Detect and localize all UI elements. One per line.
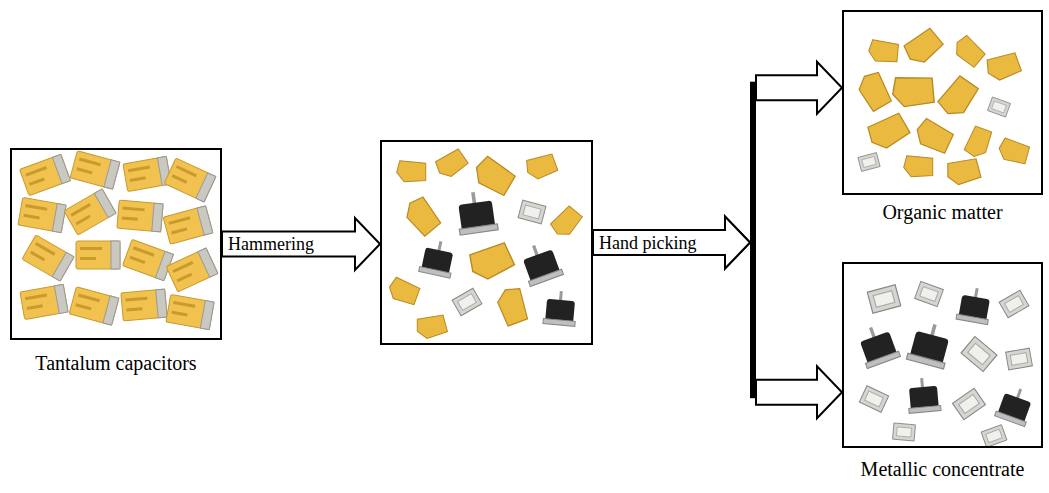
arrow-label: Hand picking (597, 233, 698, 253)
crushed-photo (386, 148, 586, 340)
capacitor-photo (18, 151, 218, 330)
organic-fragments (855, 27, 1032, 186)
split-bar (750, 82, 756, 249)
box-caption: Tantalum capacitors (35, 352, 196, 374)
image-box (380, 140, 593, 345)
connector-arrow (593, 62, 842, 269)
image-box: Organic matter (842, 10, 1043, 195)
box-caption: Organic matter (882, 201, 1002, 223)
box-caption: Metallic concentrate (861, 458, 1025, 480)
image-box: Metallic concentrate (842, 262, 1043, 448)
split-bar (750, 237, 756, 399)
block-arrow (756, 62, 842, 114)
connector-arrow (222, 218, 380, 270)
metallic-photo (855, 281, 1037, 447)
crushed-fragments (386, 148, 586, 340)
arrow-label: Hammering (226, 234, 316, 254)
connector-arrow (593, 217, 842, 419)
block-arrow (222, 218, 380, 270)
capacitor-pile (18, 151, 218, 330)
organic-photo (855, 27, 1032, 186)
block-arrow (593, 217, 750, 269)
metallic-pieces (855, 281, 1037, 447)
block-arrow (756, 366, 842, 418)
image-box: Tantalum capacitors (10, 148, 222, 340)
block-arrow (593, 217, 750, 269)
